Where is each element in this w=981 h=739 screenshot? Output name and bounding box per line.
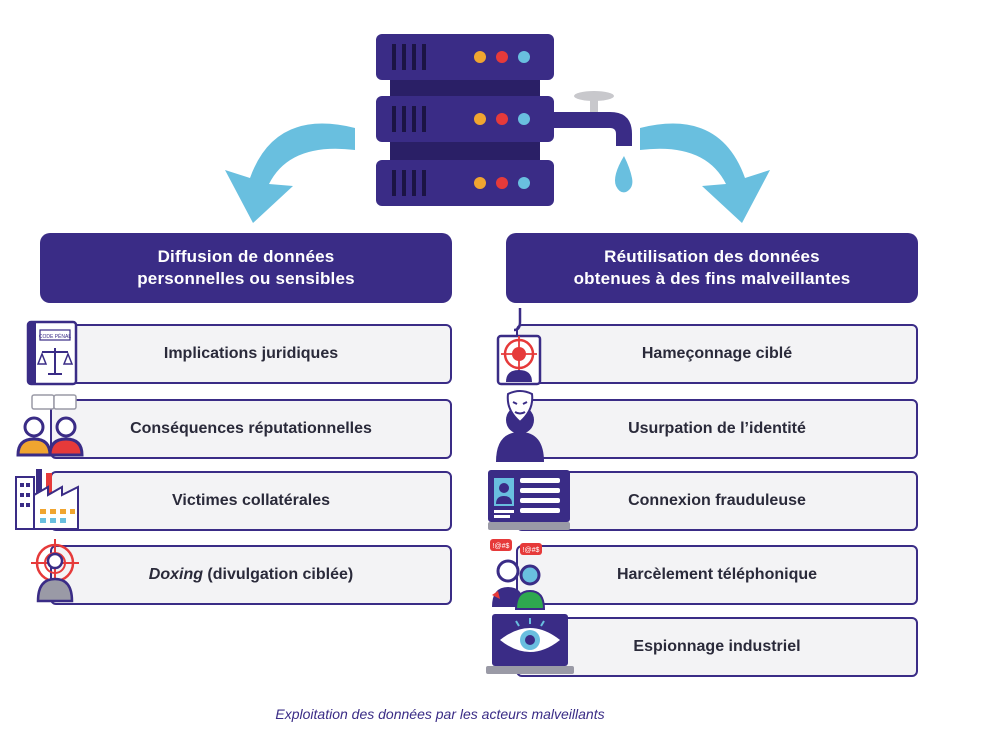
right-item-hameconnage: Hameçonnage ciblé <box>516 324 918 384</box>
item-label: Usurpation de l’identité <box>628 420 806 437</box>
item-label: Harcèlement téléphonique <box>616 566 818 583</box>
left-item-implications-juridiques: Implications juridiques <box>50 324 452 384</box>
symbols-text-2: !@#$ <box>523 547 540 554</box>
item-label: Conséquences réputationnelles <box>130 420 372 437</box>
factory-buildings-icon <box>15 469 79 530</box>
code-penal-text: CODE PÉNAL <box>39 333 71 340</box>
server-tap-icon <box>376 34 633 206</box>
phishing-hook-target-icon <box>496 308 542 386</box>
right-header: Réutilisation des données obtenues à des… <box>506 233 918 303</box>
arrow-right-icon <box>640 123 770 223</box>
item-label: Espionnage industriel <box>633 638 801 655</box>
eye-laptop-icon <box>486 614 574 674</box>
target-person-icon <box>31 539 79 603</box>
left-header: Diffusion de données personnelles ou sen… <box>40 233 452 303</box>
figure-caption: Exploitation des données par les acteurs… <box>275 706 605 722</box>
symbols-text-1: !@#$ <box>493 543 510 550</box>
right-item-espionnage: Espionnage industriel <box>516 617 918 677</box>
right-item-connexion-frauduleuse: Connexion frauduleuse <box>516 471 918 531</box>
right-item-usurpation: Usurpation de l’identité <box>516 399 918 459</box>
fraudulent-login-screen-icon <box>488 470 570 530</box>
item-label: Hameçonnage ciblé <box>641 345 793 362</box>
item-label-rest: (divulgation ciblée) <box>202 566 354 583</box>
masked-person-icon <box>496 390 544 462</box>
item-label-italic: Doxing <box>148 566 203 583</box>
item-label: Victimes collatérales <box>171 492 331 509</box>
left-item-doxing: Doxing (divulgation ciblée) <box>50 545 452 605</box>
phone-harassment-icon: !@#$ !@#$ <box>490 539 546 610</box>
people-speech-bubbles-icon <box>16 394 84 457</box>
item-label: Doxing (divulgation ciblée) <box>149 566 353 584</box>
left-item-victimes-collaterales: Victimes collatérales <box>50 471 452 531</box>
code-penal-book-icon: CODE PÉNAL <box>26 320 78 386</box>
item-label: Connexion frauduleuse <box>628 492 806 509</box>
arrow-left-icon <box>225 123 355 223</box>
item-label: Implications juridiques <box>163 345 339 362</box>
left-item-consequences-reputationnelles: Conséquences réputationnelles <box>50 399 452 459</box>
right-item-harcelement: Harcèlement téléphonique <box>516 545 918 605</box>
